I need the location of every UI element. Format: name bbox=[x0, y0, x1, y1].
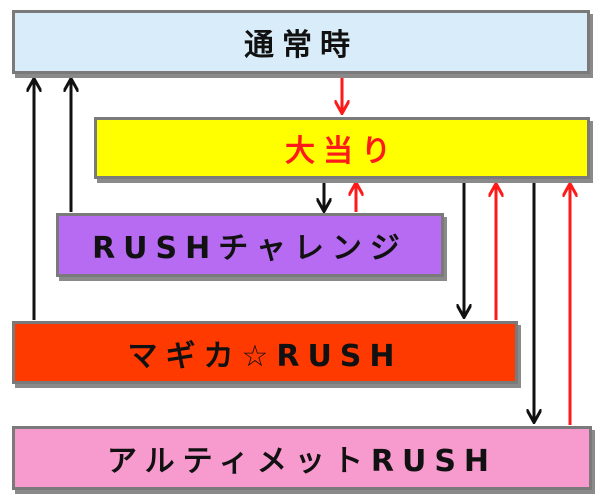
node-jackpot: 大当り bbox=[94, 117, 590, 179]
node-magica-rush: マギカ☆RUSH bbox=[12, 321, 518, 384]
node-normal: 通常時 bbox=[12, 10, 590, 74]
node-jackpot-label: 大当り bbox=[285, 134, 399, 169]
node-ultimate-rush: アルティメットRUSH bbox=[12, 426, 592, 490]
node-rush-challenge: RUSHチャレンジ bbox=[56, 213, 444, 277]
node-normal-label: 通常時 bbox=[244, 28, 358, 63]
node-rush-challenge-label: RUSHチャレンジ bbox=[92, 231, 408, 266]
node-ultimate-rush-label: アルティメットRUSH bbox=[106, 444, 498, 479]
node-magica-rush-label: マギカ☆RUSH bbox=[127, 338, 403, 374]
